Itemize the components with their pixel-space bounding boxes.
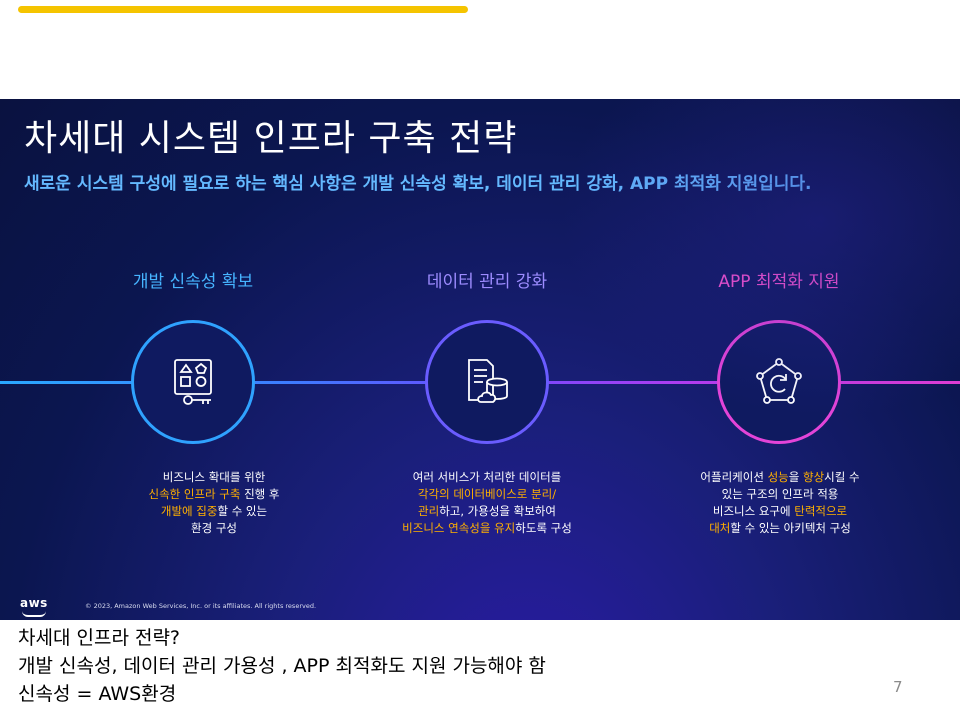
desc-text: 어플리케이션 [700, 470, 768, 484]
desc-text: 할 수 있는 [217, 504, 268, 518]
desc-text: 을 [788, 470, 803, 484]
desc-text: 진행 후 [240, 487, 280, 501]
desc-text: 환경 구성 [191, 521, 237, 535]
desc-text: 여러 서비스가 처리한 데이터를 [412, 470, 562, 484]
copyright-text: © 2023, Amazon Web Services, Inc. or its… [85, 602, 317, 610]
notes-line: 신속성 = AWS환경 [18, 683, 177, 705]
desc-line: 개발에 집중할 수 있는 [74, 503, 354, 520]
desc-text: 하고, 가용성을 확보하여 [439, 504, 556, 518]
slide: 차세대 시스템 인프라 구축 전략 새로운 시스템 구성에 필요로 하는 핵심 … [0, 99, 960, 620]
desc-highlight: 관리 [418, 504, 440, 518]
desc-line: 대처할 수 있는 아키텍처 구성 [640, 520, 920, 537]
desc-line: 신속한 인프라 구축 진행 후 [74, 486, 354, 503]
pillar-node-data-mgmt [425, 320, 549, 444]
desc-text: 비즈니스 확대를 위한 [162, 470, 266, 484]
desc-text: 하도록 구성 [515, 521, 572, 535]
desc-highlight: 탄력적으로 [794, 504, 848, 518]
desc-line: 어플리케이션 성능을 향상시킬 수 [640, 469, 920, 486]
aws-logo: aws [20, 596, 48, 610]
aws-logo-smile [22, 611, 46, 617]
notes-line: 차세대 인프라 전략? [18, 627, 181, 649]
desc-line: 비즈니스 요구에 탄력적으로 [640, 503, 920, 520]
desc-line: 각각의 데이터베이스로 분리/ [347, 486, 627, 503]
pillar-node-dev-speed [131, 320, 255, 444]
desc-line: 비즈니스 연속성을 유지하도록 구성 [347, 520, 627, 537]
desc-highlight: 비즈니스 연속성을 유지 [402, 521, 516, 535]
desc-text: 비즈니스 요구에 [712, 504, 795, 518]
pentagon-refresh-icon [756, 358, 802, 404]
pillar-heading-app-opt: APP 최적화 지원 [718, 272, 840, 292]
document-database-icon [468, 359, 508, 403]
desc-text: 시킬 수 [824, 470, 860, 484]
desc-highlight: 성능 [767, 470, 789, 484]
desc-highlight: 대처 [709, 521, 731, 535]
desc-line: 관리하고, 가용성을 확보하여 [347, 503, 627, 520]
shapes-key-icon [174, 359, 212, 405]
slide-title: 차세대 시스템 인프라 구축 전략 [24, 118, 518, 159]
desc-line: 환경 구성 [74, 520, 354, 537]
slide-subtitle: 새로운 시스템 구성에 필요로 하는 핵심 사항은 개발 신속성 확보, 데이터… [24, 174, 812, 194]
desc-line: 있는 구조의 인프라 적용 [640, 486, 920, 503]
desc-line: 비즈니스 확대를 위한 [74, 469, 354, 486]
pillar-heading-data-mgmt: 데이터 관리 강화 [426, 272, 548, 292]
pillar-heading-dev-speed: 개발 신속성 확보 [132, 272, 254, 292]
speaker-notes[interactable]: 차세대 인프라 전략? 개발 신속성, 데이터 관리 가용성 , APP 최적화… [18, 624, 546, 708]
desc-text: 있는 구조의 인프라 적용 [721, 487, 839, 501]
page-number: 7 [893, 678, 903, 696]
desc-highlight: 신속한 인프라 구축 [148, 487, 241, 501]
desc-highlight: 향상 [802, 470, 825, 484]
notes-line: 개발 신속성, 데이터 관리 가용성 , APP 최적화도 지원 가능해야 함 [18, 655, 546, 677]
desc-text: 할 수 있는 아키텍처 구성 [730, 521, 851, 535]
desc-line: 여러 서비스가 처리한 데이터를 [347, 469, 627, 486]
desc-highlight: 각각의 데이터베이스로 분리/ [417, 487, 557, 501]
pillar-node-app-opt [717, 320, 841, 444]
accent-bar [18, 6, 468, 13]
desc-highlight: 개발에 집중 [160, 504, 218, 518]
